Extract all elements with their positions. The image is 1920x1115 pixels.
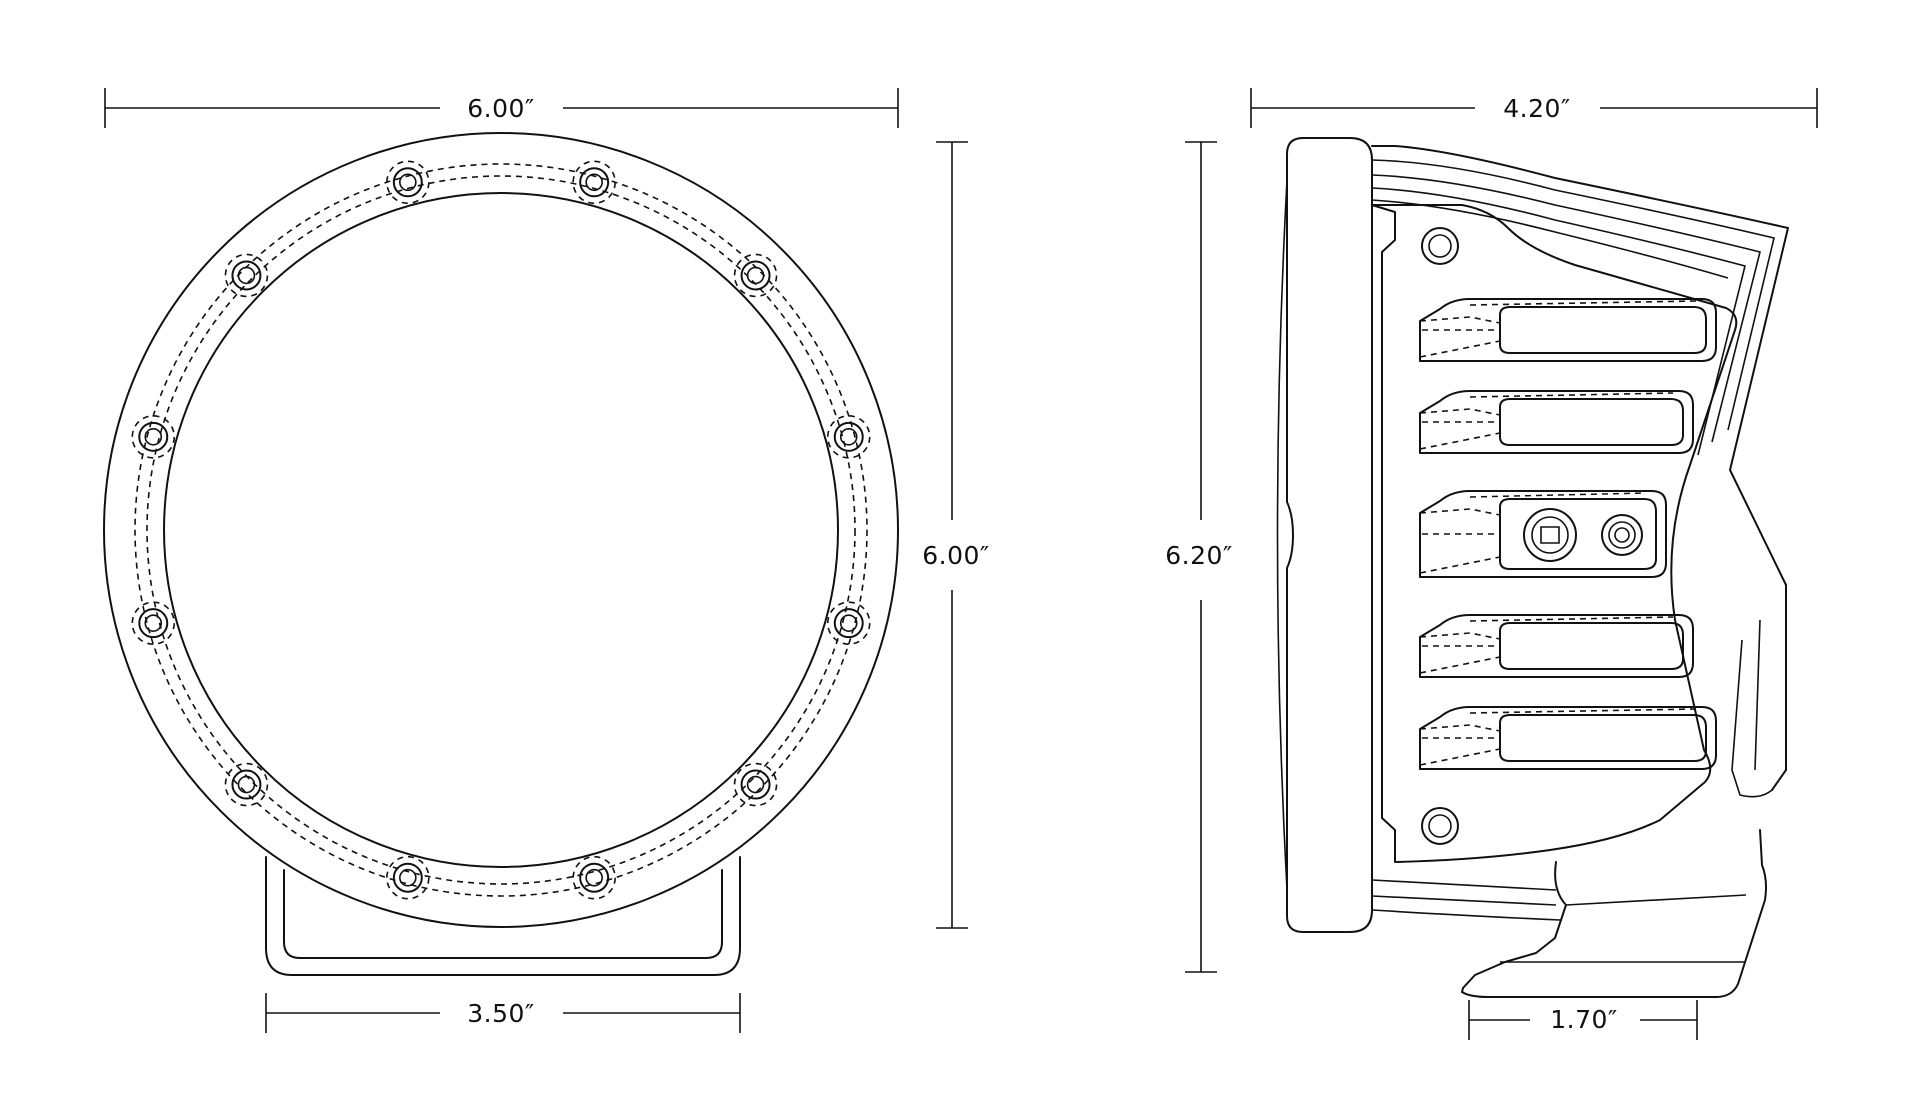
side-led-slot: [1419, 390, 1694, 454]
front-height-dimension: 6.00″: [922, 141, 990, 929]
front-bolt: [733, 253, 778, 298]
front-bezel: [103, 132, 899, 928]
side-mount-foot: [1461, 829, 1767, 998]
front-base-width-label: 3.50″: [467, 999, 535, 1028]
front-mount-bracket: [265, 856, 741, 976]
side-slot-group: [1419, 298, 1717, 770]
side-panel-bolts: [1421, 227, 1459, 845]
side-connector-block: [1523, 508, 1643, 562]
side-led-slot: [1419, 706, 1717, 770]
side-led-slot: [1419, 614, 1694, 678]
side-bezel: [1276, 137, 1373, 933]
front-bolt: [131, 415, 176, 459]
front-bolt: [572, 160, 616, 205]
side-connector-small: [1601, 514, 1643, 556]
front-bolt: [131, 601, 176, 645]
side-led-slot: [1419, 490, 1667, 578]
side-panel: [1371, 204, 1738, 863]
side-height-label: 6.20″: [1165, 541, 1233, 570]
side-mount-dimension: 1.70″: [1468, 1000, 1698, 1040]
front-base-dimension: 3.50″: [265, 993, 741, 1033]
front-width-dimension: 6.00″: [104, 88, 899, 128]
side-depth-dimension: 4.20″: [1250, 88, 1818, 128]
front-bolt: [733, 762, 778, 807]
front-bolt: [572, 855, 616, 900]
side-housing-fins: [1371, 145, 1789, 921]
front-bolt: [224, 762, 269, 807]
front-height-label: 6.00″: [922, 541, 990, 570]
side-bolt-bottom: [1421, 807, 1459, 845]
front-view: 6.00″ 6.00″ 3.5: [103, 88, 990, 1033]
side-height-dimension: 6.20″: [1165, 141, 1233, 973]
front-bolt: [826, 601, 871, 645]
side-led-slot: [1419, 298, 1717, 362]
side-view: 4.20″ 6.20″: [1165, 88, 1818, 1040]
front-bolt: [386, 855, 430, 900]
front-bolt: [386, 160, 430, 205]
side-mount-width-label: 1.70″: [1550, 1005, 1618, 1034]
front-bolt: [826, 415, 871, 459]
front-lens: [163, 192, 839, 868]
side-depth-label: 4.20″: [1503, 94, 1571, 123]
front-bolt-group: [131, 160, 871, 900]
side-bolt-top: [1421, 227, 1459, 265]
front-bolt: [224, 253, 269, 298]
side-connector-large: [1523, 508, 1577, 562]
front-width-label: 6.00″: [467, 94, 535, 123]
